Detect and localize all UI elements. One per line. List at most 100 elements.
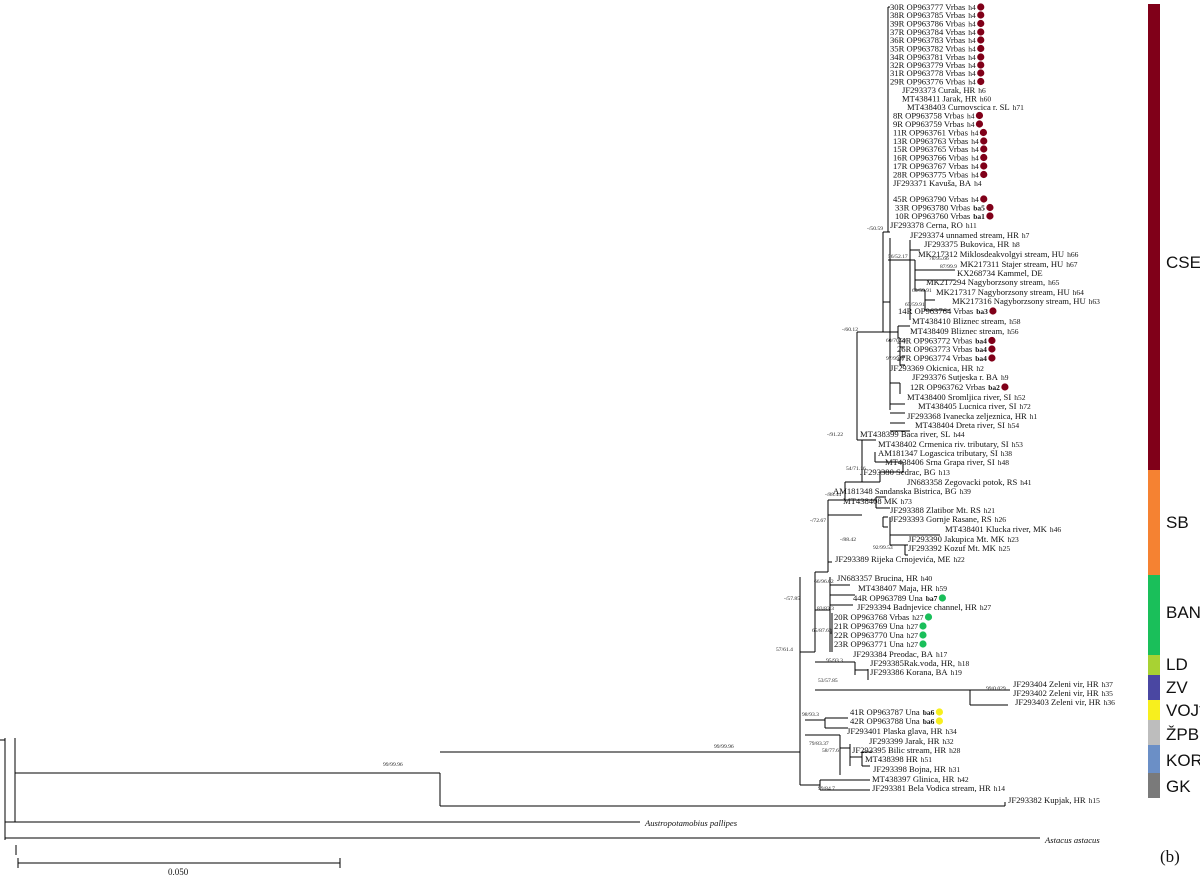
taxon-name: JF293369 Okicnica, HR [890, 363, 974, 373]
sample-dot [919, 640, 927, 648]
haplotype-code: h28 [949, 746, 961, 755]
sample-dot [980, 137, 988, 145]
clade-bar-segment [1148, 655, 1160, 675]
haplotype-code: h18 [958, 659, 970, 668]
haplotype-code: h25 [999, 544, 1011, 553]
taxon-name: MT438409 Bliznec stream, [910, 326, 1004, 336]
taxon-name: JF293371 Kavuša, BA [893, 178, 972, 188]
taxon-name: MT438410 Bliznec stream, [912, 316, 1006, 326]
taxon-name: 35R OP963782 Vrbas [890, 44, 966, 54]
taxon-name: JF293388 Zlatibor Mt. RS [890, 505, 981, 515]
support-value: 58/77.6 [822, 748, 839, 754]
clade-bar-segment [1148, 675, 1160, 700]
haplotype-code: h31 [949, 765, 961, 774]
taxon-name: AM181348 Sandanska Bistrica, BG [833, 486, 957, 496]
taxon-label: Austropotamobius pallipes [644, 818, 738, 828]
haplotype-code: h4 [971, 137, 979, 146]
taxon-label: MK217294 Nagyborzsony stream,h65 [926, 277, 1060, 287]
clade-label: KOR [1166, 751, 1200, 770]
taxon-name: MT438400 Sromljica river, SI [907, 392, 1011, 402]
taxon-name: 39R OP963786 Vrbas [890, 19, 966, 29]
taxon-name: MT438398 HR [865, 754, 918, 764]
taxon-name: JF293368 Ivanecka zeljeznica, HR [907, 411, 1027, 421]
taxon-name: JF293392 Kozuf Mt. MK [908, 543, 997, 553]
support-value: 83/83.3 [817, 606, 834, 612]
haplotype-code: ba2 [988, 383, 1000, 392]
support-value: 60/59.91 [912, 288, 932, 294]
scale-bar: 0.050 [17, 858, 341, 877]
sample-dot [977, 44, 985, 53]
clade-bar-segment [1148, 470, 1160, 575]
support-value: 79/83.37 [809, 741, 829, 747]
support-value: 99/0.029 [986, 686, 1006, 692]
haplotype-code: h54 [1008, 421, 1020, 430]
taxon-name: MT438399 Baca river, SL [860, 429, 950, 439]
taxon-name: 22R OP963770 Una [834, 630, 904, 640]
sample-dot [977, 77, 985, 86]
haplotype-code: h4 [971, 154, 979, 163]
taxon-name: 14R OP963764 Vrbas [898, 306, 974, 316]
sample-dot [977, 19, 985, 28]
taxon-name: MT438405 Lucnica river, SI [918, 401, 1017, 411]
haplotype-code: h35 [1102, 689, 1114, 698]
taxon-name: 42R OP963788 Una [850, 716, 920, 726]
haplotype-code: ba6 [923, 717, 935, 726]
haplotype-code: h27 [907, 631, 919, 640]
support-value: -/88.44 [825, 492, 841, 498]
clade-label: VOJ* [1166, 701, 1200, 720]
clade-label: CSE [1166, 253, 1200, 272]
haplotype-code: h4 [971, 129, 979, 138]
support-value: -/57.85 [784, 596, 800, 602]
taxon-name: JF293384 Preodac, BA [853, 649, 934, 659]
taxon-name: MT438401 Klucka river, MK [945, 524, 1048, 534]
support-value: 95/93.3 [826, 658, 843, 664]
taxon-name: 31R OP963778 Vrbas [890, 68, 966, 78]
taxon-name: MK217317 Nagyborzsony stream, HU [936, 287, 1070, 297]
haplotype-code: h32 [942, 737, 954, 746]
sample-dot [935, 708, 943, 716]
sample-dot [977, 53, 985, 61]
support-value: 97/99.8 [886, 356, 903, 362]
taxon-name: Austropotamobius pallipes [644, 818, 738, 828]
taxon-name: 27R OP963774 Vrbas [897, 353, 973, 363]
taxon-name: 44R OP963789 Una [853, 593, 923, 603]
haplotype-code: ba5 [973, 204, 985, 213]
taxon-name: 45R OP963790 Vrbas [893, 194, 969, 204]
taxon-name: 34R OP963781 Vrbas [890, 52, 966, 62]
haplotype-code: h15 [1089, 796, 1101, 805]
support-value: 78/95.66 [929, 256, 949, 262]
haplotype-code: h4 [968, 61, 976, 70]
sample-dot [977, 28, 985, 36]
panel-label: (b) [1160, 847, 1180, 866]
taxon-name: 29R OP963776 Vrbas [890, 77, 966, 87]
taxon-name: 8R OP963758 Vrbas [893, 111, 965, 121]
haplotype-code: h48 [998, 458, 1010, 467]
taxon-name: 26R OP963773 Vrbas [897, 344, 973, 354]
